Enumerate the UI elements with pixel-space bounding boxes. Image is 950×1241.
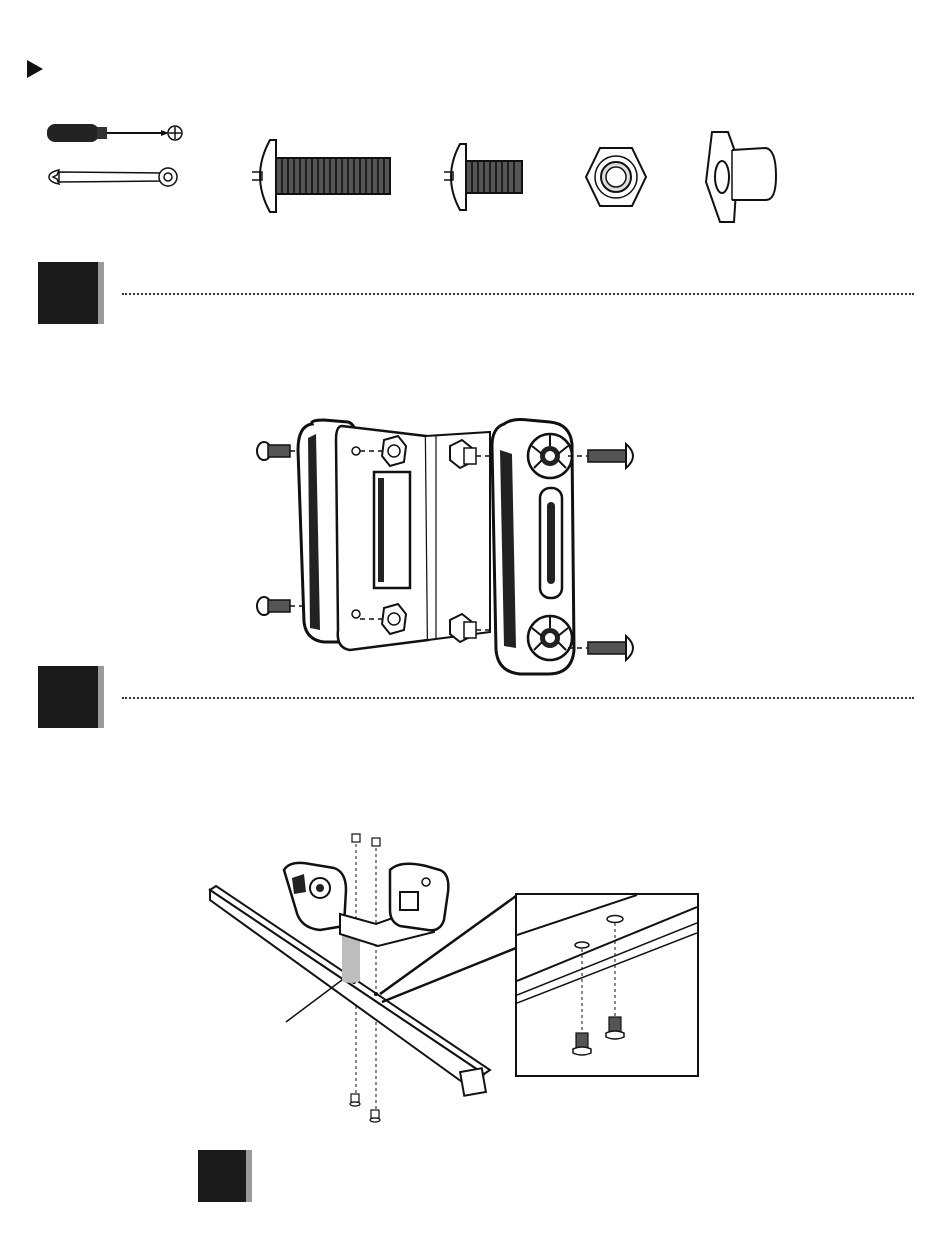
nut-icon: [352, 834, 360, 842]
step-badge: [38, 262, 104, 324]
bracket-assembly-illustration: [250, 410, 650, 682]
hex-nut-icon: [584, 145, 648, 209]
long-bolt-icon: [248, 136, 396, 216]
dotted-divider: [122, 293, 914, 295]
bolt-icon: [257, 597, 290, 615]
dotted-divider: [122, 697, 914, 699]
flanged-spacer-icon: [702, 130, 782, 226]
bolt-icon: [588, 636, 633, 660]
short-bolt-icon: [440, 140, 528, 214]
step-badge: [38, 666, 104, 728]
screw-icon: [606, 1017, 624, 1039]
combination-wrench-icon: [45, 164, 180, 190]
detail-inset: [515, 893, 699, 1077]
phillips-screwdriver-icon: [45, 122, 185, 144]
screw-icon: [370, 1110, 380, 1122]
bolt-icon: [588, 444, 633, 468]
screw-icon: [350, 1094, 360, 1106]
nut-icon: [372, 838, 380, 846]
screw-icon: [573, 1033, 591, 1055]
play-triangle-icon: [27, 60, 45, 80]
knob-icon: [528, 616, 572, 660]
knob-icon: [528, 434, 572, 478]
step-badge: [198, 1150, 252, 1202]
bolt-icon: [257, 442, 290, 460]
